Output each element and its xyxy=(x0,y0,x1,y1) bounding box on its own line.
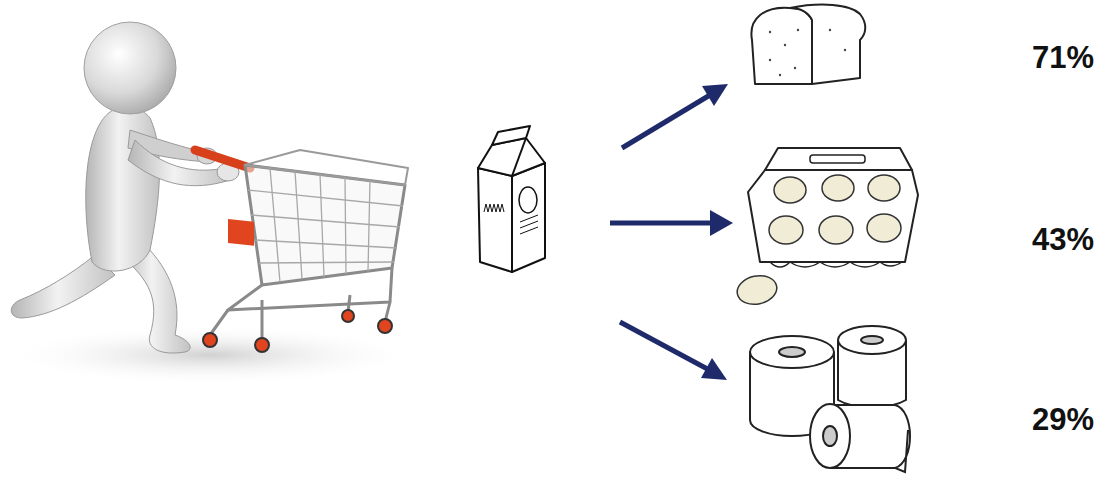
cart-tag xyxy=(228,219,254,246)
scribble xyxy=(520,221,538,228)
roll-core xyxy=(861,336,883,344)
carton-tray xyxy=(748,170,918,262)
cart-wheel xyxy=(378,319,392,333)
loose-egg xyxy=(735,272,780,308)
crumb xyxy=(769,31,771,33)
percentage-label: 71% xyxy=(1032,40,1094,76)
crumb xyxy=(769,59,771,61)
scribble xyxy=(520,227,538,234)
milk-carton xyxy=(478,126,545,272)
grid-line xyxy=(251,215,400,227)
arrow-head xyxy=(710,210,733,236)
arrow-line xyxy=(610,221,715,226)
cart-wheel xyxy=(255,338,269,352)
crumb xyxy=(844,49,846,51)
scribble xyxy=(484,204,504,212)
roll-top xyxy=(750,336,834,368)
grid-line xyxy=(320,174,324,277)
cart-grid xyxy=(248,168,403,282)
roll-end xyxy=(810,404,850,468)
scribble xyxy=(520,215,538,222)
cart-basket-rim xyxy=(245,150,408,185)
bread-crust xyxy=(790,5,865,84)
lid-tab xyxy=(810,155,865,163)
arrow-head xyxy=(702,84,728,106)
toilet-paper xyxy=(750,326,910,472)
tray-bumps xyxy=(770,262,902,267)
grid-line xyxy=(368,180,370,271)
egg xyxy=(822,175,854,201)
torso xyxy=(86,107,160,271)
grid-line xyxy=(270,168,280,282)
crumb xyxy=(779,74,781,76)
egg xyxy=(774,177,806,203)
cart-leg xyxy=(261,300,264,340)
egg xyxy=(819,216,853,244)
carton-fold xyxy=(512,138,526,176)
percentage-label: 29% xyxy=(1032,402,1094,438)
shopping-cart xyxy=(195,150,408,352)
grid-line xyxy=(255,240,397,248)
carton-scribble xyxy=(484,204,538,234)
cart-handle xyxy=(195,150,250,168)
cart-leg xyxy=(210,310,228,335)
front-arm xyxy=(128,140,230,186)
arrow-line xyxy=(620,322,713,372)
crumb xyxy=(784,44,786,46)
crumb xyxy=(794,67,796,69)
carton-side xyxy=(512,163,545,272)
percentage-label: 43% xyxy=(1032,222,1094,258)
roll-core xyxy=(823,426,837,446)
arrow-head xyxy=(701,358,727,380)
bread-slice-face xyxy=(751,8,812,84)
roll-core xyxy=(779,347,805,357)
roll-tail xyxy=(895,405,910,472)
grid-line xyxy=(345,177,346,274)
crumb xyxy=(829,29,831,31)
cart-frame xyxy=(228,268,392,310)
carton-top xyxy=(478,138,545,176)
egg-carton xyxy=(735,148,918,308)
head xyxy=(84,22,176,114)
crumb xyxy=(797,29,799,31)
shopper-figure xyxy=(0,22,420,385)
grid-line xyxy=(259,262,394,263)
roll-top xyxy=(838,326,906,354)
arrows xyxy=(610,84,733,380)
carton-lid xyxy=(765,148,912,170)
bread-crumb xyxy=(769,29,846,76)
cart-wheel xyxy=(203,333,217,347)
eggs xyxy=(735,175,901,308)
egg xyxy=(867,214,901,242)
bread-loaf xyxy=(751,5,865,84)
floor-shadow xyxy=(0,325,420,385)
grid-line xyxy=(248,190,403,206)
carton-front xyxy=(478,168,512,272)
egg xyxy=(868,175,900,201)
egg xyxy=(769,216,803,244)
arrow-line xyxy=(622,92,715,148)
carton-label xyxy=(519,187,537,213)
cart-wheel xyxy=(342,310,354,322)
